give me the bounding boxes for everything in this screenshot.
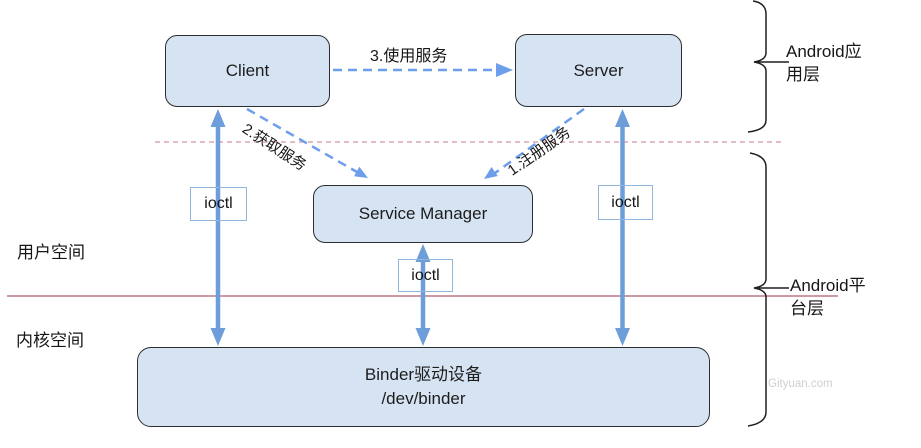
app-layer-brace (747, 0, 789, 133)
ioctl-badge-servicemanager: ioctl (398, 259, 453, 292)
get-service-arrow (246, 107, 368, 178)
watermark-text: Gityuan.com (768, 378, 833, 390)
use-service-arrow (333, 63, 513, 77)
client-binder-arrowhead-down (210, 328, 226, 346)
ioctl-badge-servicemanager-label: ioctl (411, 266, 440, 284)
client-node: Client (165, 35, 330, 107)
binder-driver-label-line2: /dev/binder (381, 389, 466, 408)
platform-layer-brace (747, 152, 789, 427)
get-service-arrow-line (246, 107, 358, 174)
register-service-arrow-line (494, 107, 585, 175)
app-layer-brace-path (747, 0, 767, 133)
platform-layer-label: Android平台层 (790, 276, 866, 318)
servicemanager-binder-arrow (415, 244, 431, 346)
app-layer-label: Android应用层 (786, 42, 862, 84)
client-node-label: Client (225, 61, 270, 80)
binder-driver-label-line1: Binder驱动设备 (364, 365, 483, 384)
user-space-label: 用户空间 (17, 243, 85, 262)
binder-driver-node: Binder驱动设备 /dev/binder (137, 347, 710, 427)
use-service-arrowhead (496, 63, 513, 77)
service-manager-node: Service Manager (313, 185, 533, 243)
kernel-space-label: 内核空间 (16, 331, 84, 350)
server-node-label: Server (573, 60, 624, 80)
client-binder-arrowhead-up (210, 109, 226, 127)
register-service-arrow (484, 107, 585, 179)
servicemanager-binder-arrowhead-up (415, 244, 431, 262)
servicemanager-binder-arrowhead-down (415, 328, 431, 346)
register-service-arrowhead (484, 167, 498, 179)
ioctl-badge-server-label: ioctl (611, 193, 640, 211)
platform-layer-brace-path (747, 152, 767, 427)
server-binder-arrowhead-down (615, 328, 630, 346)
server-node: Server (515, 34, 682, 107)
ioctl-badge-client-label: ioctl (204, 195, 233, 212)
server-binder-arrowhead-up (615, 109, 630, 127)
client-binder-arrow (210, 109, 226, 346)
server-binder-arrow (615, 109, 630, 346)
use-service-label: 3.使用服务 (370, 48, 448, 65)
ioctl-badge-client: ioctl (190, 187, 247, 221)
get-service-arrowhead (354, 166, 368, 178)
service-manager-node-label: Service Manager (358, 204, 488, 223)
ioctl-badge-server: ioctl (598, 185, 653, 220)
